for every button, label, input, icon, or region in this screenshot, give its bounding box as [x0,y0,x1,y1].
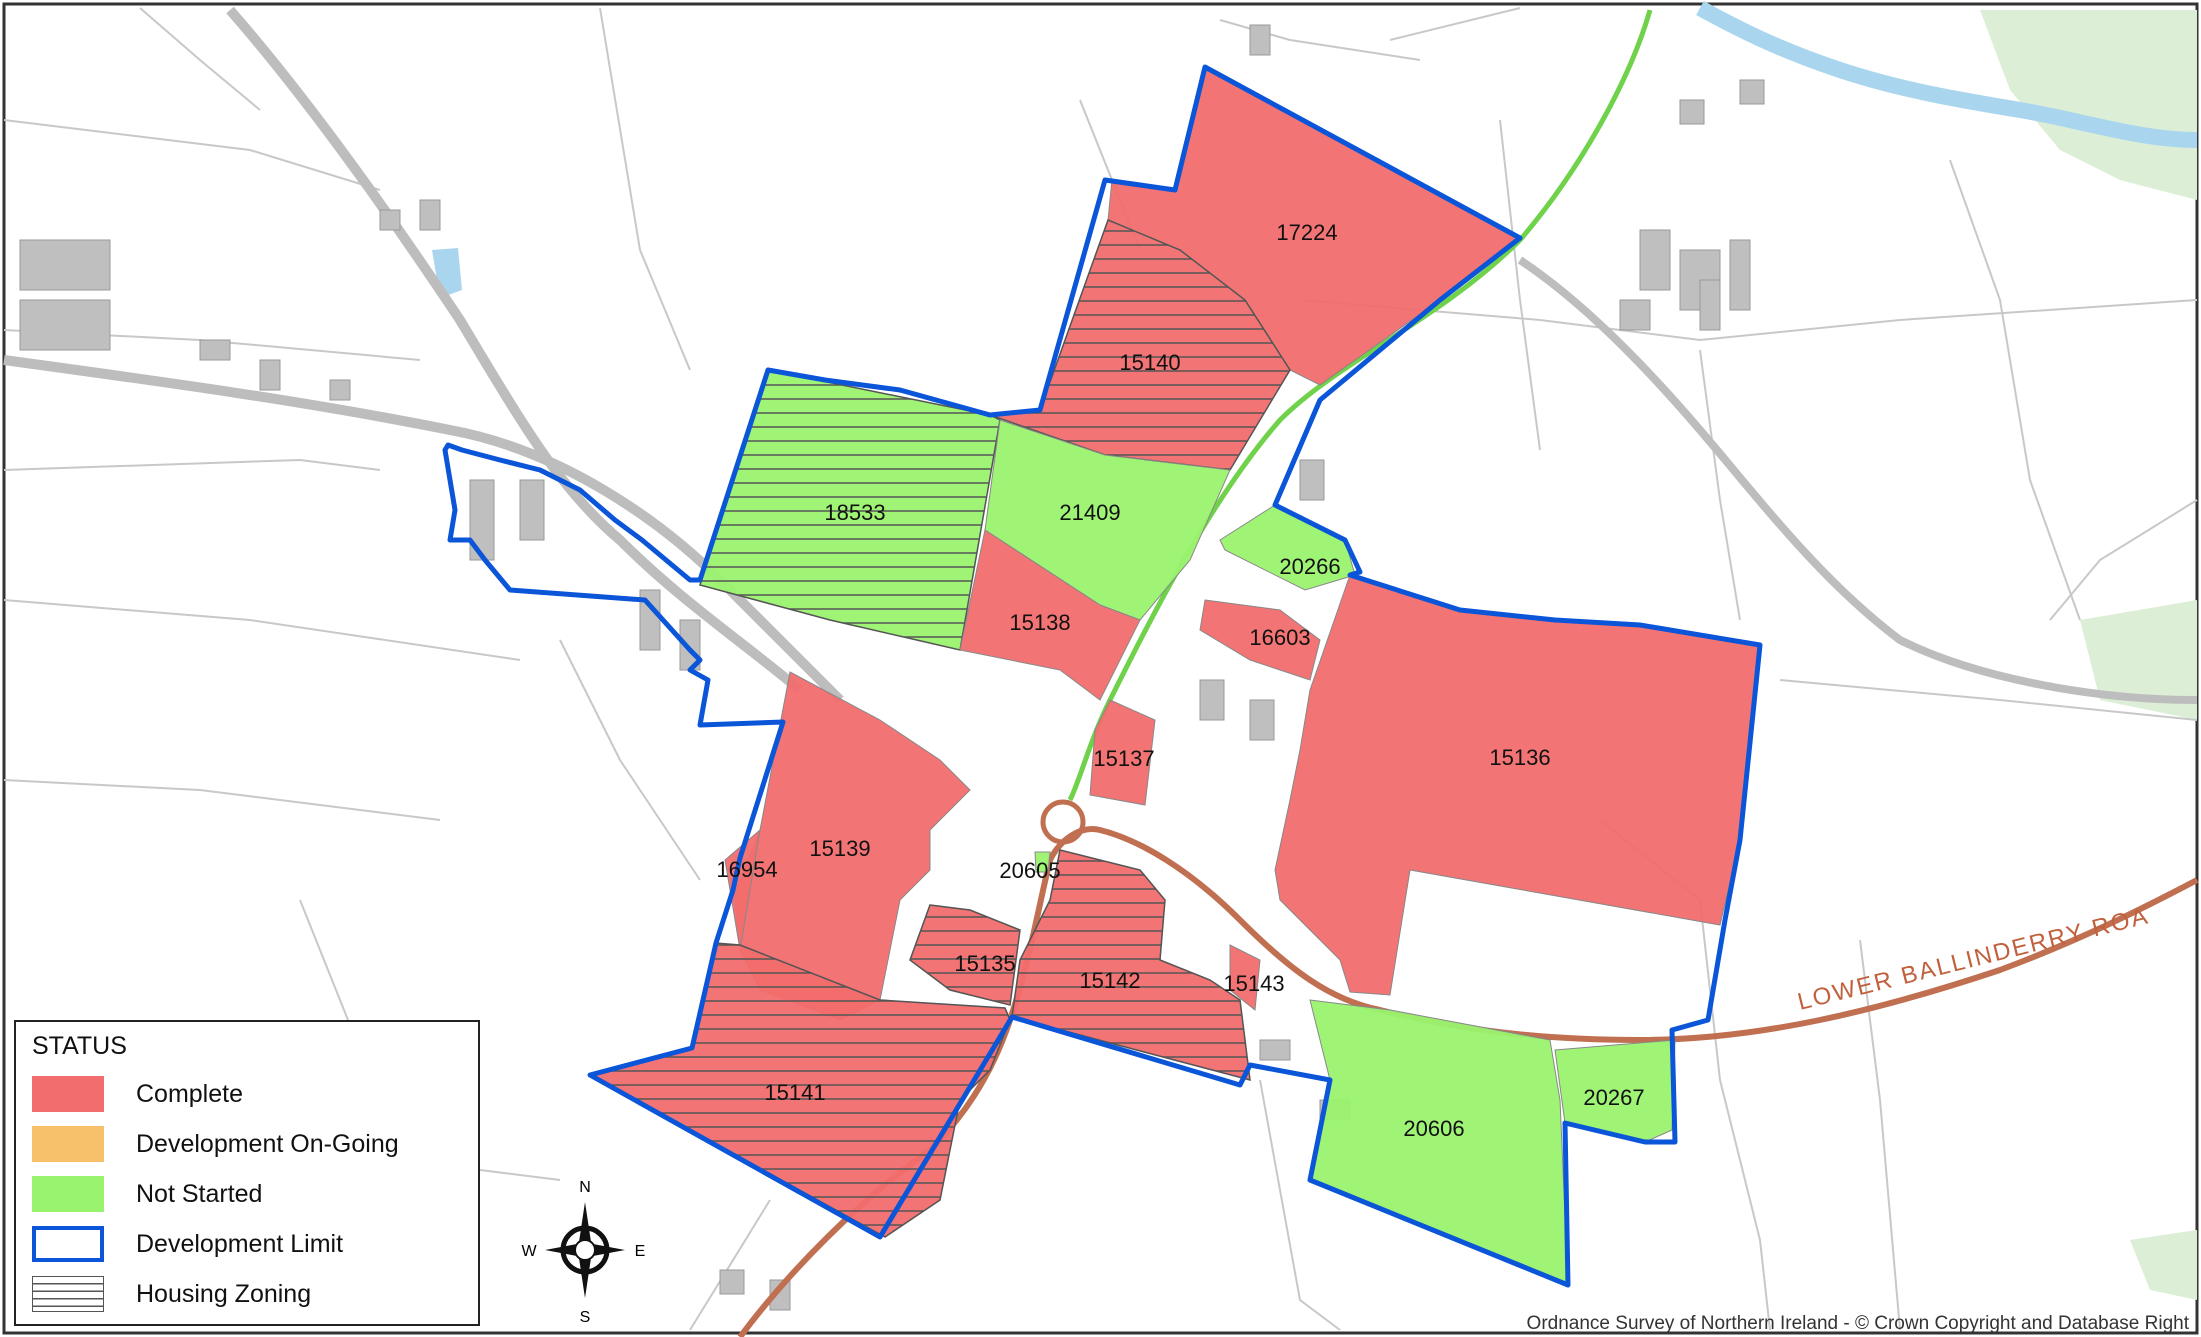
plot-label-20605: 20605 [999,858,1060,883]
plot-label-16954: 16954 [716,857,777,882]
plot-15138[interactable] [959,529,1141,701]
copyright-credit: Ordnance Survey of Northern Ireland - © … [1526,1313,2189,1334]
legend-item-not-started: Not Started [32,1174,472,1214]
plot-label-20267: 20267 [1583,1085,1644,1110]
river [1696,0,2198,148]
compass-s: S [580,1309,591,1326]
legend-title: STATUS [32,1032,127,1060]
legend-item-development-ongoing: Development On-Going [32,1124,472,1164]
main-road [737,799,2199,1337]
legend-swatch-development-ongoing [32,1126,104,1162]
legend-label: Development Limit [136,1230,344,1258]
compass-e: E [635,1243,646,1260]
plot-label-15141: 15141 [764,1080,825,1105]
legend-label: Development On-Going [136,1130,399,1158]
housing-zoning-hatch-15142 [1011,849,1251,1082]
buildings [19,24,1765,1311]
plot-label-15135: 15135 [954,951,1015,976]
housing-zoning-hatch-15135 [909,904,1021,1006]
plot-16603[interactable] [1199,599,1321,681]
legend-label: Not Started [136,1180,263,1208]
plot-label-15138: 15138 [1009,610,1070,635]
legend-item-development-limit: Development Limit [32,1224,472,1264]
compass-n: N [579,1179,591,1196]
compass-north-arrow-icon [579,1202,591,1250]
compass: N S E W [521,1179,645,1326]
plot-label-15136: 15136 [1489,745,1550,770]
map-legend: STATUS Complete Development On-Going Not… [14,1020,480,1326]
plot-label-21409: 21409 [1059,500,1120,525]
plot-20267[interactable] [1554,1039,1676,1143]
plot-15137[interactable] [1089,699,1156,806]
legend-swatch-development-limit [32,1226,104,1262]
legend-swatch-housing-zoning [32,1276,104,1312]
plot-label-16603: 16603 [1249,625,1310,650]
legend-swatch-complete [32,1076,104,1112]
plot-label-15142: 15142 [1079,968,1140,993]
legend-item-housing-zoning: Housing Zoning [32,1274,472,1314]
legend-label: Housing Zoning [136,1280,312,1308]
minor-roads [3,6,2198,704]
compass-w: W [521,1243,537,1260]
development-limit-boundary[interactable] [442,64,1763,1288]
legend-label: Complete [136,1080,243,1108]
plot-label-20606: 20606 [1403,1116,1464,1141]
plot-label-15143: 15143 [1223,971,1284,996]
plot-label-18533: 18533 [824,500,885,525]
legend-swatch-not-started [32,1176,104,1212]
plot-label-20266: 20266 [1279,554,1340,579]
plot-20605[interactable] [1034,851,1051,873]
development-plots [587,66,1761,1286]
plot-15143[interactable] [1229,944,1261,1011]
plot-label-17224: 17224 [1276,220,1337,245]
plot-label-15140: 15140 [1119,350,1180,375]
plot-labels: 17224 15140 18533 21409 20266 15138 16603 15136… [716,220,1644,1141]
plot-label-15137: 15137 [1093,746,1154,771]
plot-label-15139: 15139 [809,836,870,861]
woodland-areas [1980,10,2197,1300]
legend-item-complete: Complete [32,1074,472,1114]
